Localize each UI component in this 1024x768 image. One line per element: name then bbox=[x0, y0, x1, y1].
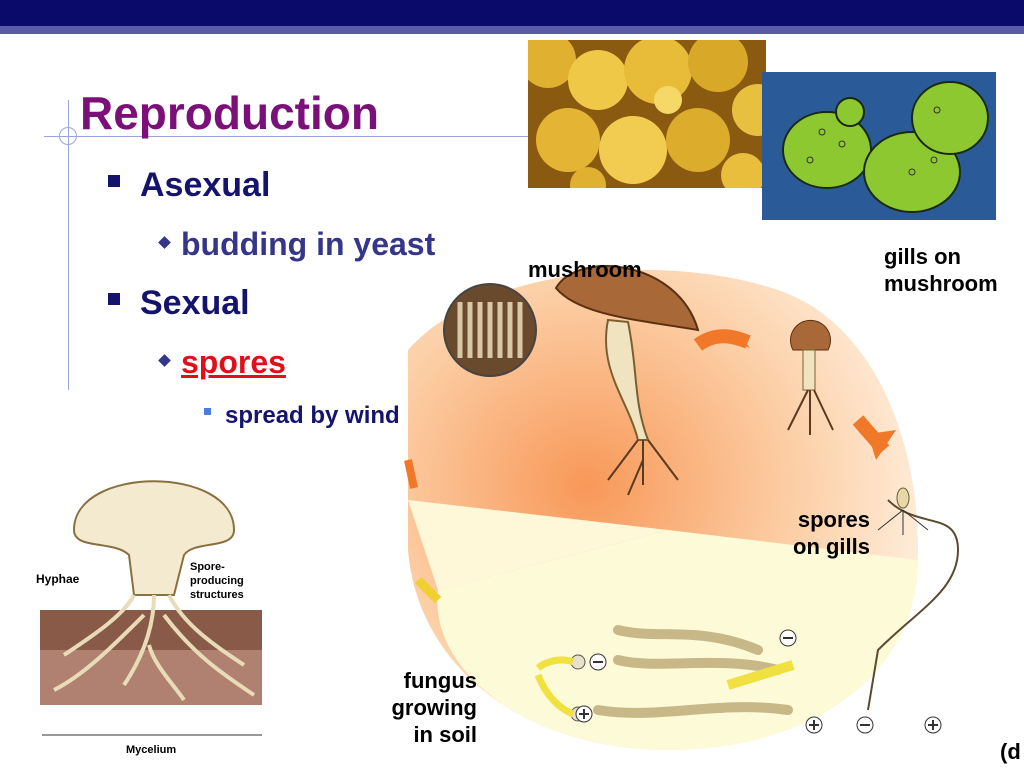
small-square-bullet-icon bbox=[204, 408, 211, 416]
hyphae-label: Hyphae bbox=[36, 572, 80, 586]
budding-yeast-illustration bbox=[762, 72, 996, 220]
slide-title: Reproduction bbox=[80, 87, 379, 139]
vertical-guide-line bbox=[68, 100, 69, 390]
fungus-growing-label: fungus growing in soil bbox=[360, 667, 477, 748]
fungus-label-line3: in soil bbox=[413, 722, 477, 747]
square-bullet-icon bbox=[108, 293, 120, 306]
spore-label-line1: Spore- bbox=[190, 561, 225, 573]
diamond-bullet-icon bbox=[158, 354, 171, 367]
yeast-photo bbox=[528, 40, 766, 188]
title-guide-line bbox=[44, 136, 534, 137]
bullet-budding-text: budding in yeast bbox=[181, 226, 436, 262]
spores-on-gills-label: spores on gills bbox=[770, 506, 870, 560]
guide-circle bbox=[59, 127, 77, 145]
bullet-asexual-text: Asexual bbox=[140, 166, 271, 204]
spores-label-line2: on gills bbox=[793, 534, 870, 559]
panel-corner-label: (d bbox=[1000, 739, 1021, 764]
mycelium-label: Mycelium bbox=[126, 744, 176, 756]
bullet-sexual: Sexual bbox=[108, 284, 250, 323]
square-bullet-icon bbox=[108, 175, 120, 188]
top-banner bbox=[0, 0, 1024, 26]
bullet-spread-text: spread by wind bbox=[225, 402, 400, 429]
fungus-label-line1: fungus bbox=[403, 668, 477, 693]
gills-label: gills on mushroom bbox=[884, 243, 998, 297]
top-banner-accent bbox=[0, 26, 1024, 34]
gills-label-line2: mushroom bbox=[884, 271, 998, 296]
bullet-budding: budding in yeast bbox=[158, 226, 436, 263]
bullet-spores-text: spores bbox=[181, 344, 286, 380]
bullet-asexual: Asexual bbox=[108, 166, 270, 205]
bullet-spores: spores bbox=[158, 344, 286, 381]
bullet-sexual-text: Sexual bbox=[140, 284, 250, 322]
fungus-label-line2: growing bbox=[391, 695, 477, 720]
life-cycle-diagram bbox=[404, 265, 960, 750]
spore-label-line3: structures bbox=[190, 589, 244, 601]
spores-label-line1: spores bbox=[797, 507, 870, 532]
bullet-spread: spread by wind bbox=[204, 402, 400, 430]
mushroom-label: mushroom bbox=[528, 257, 642, 282]
diamond-bullet-icon bbox=[158, 236, 171, 249]
spore-label-line2: producing bbox=[190, 575, 244, 587]
mycelium-figure: Hyphae Spore- producing structures Mycel… bbox=[36, 480, 262, 756]
gills-label-line1: gills on bbox=[884, 244, 961, 269]
